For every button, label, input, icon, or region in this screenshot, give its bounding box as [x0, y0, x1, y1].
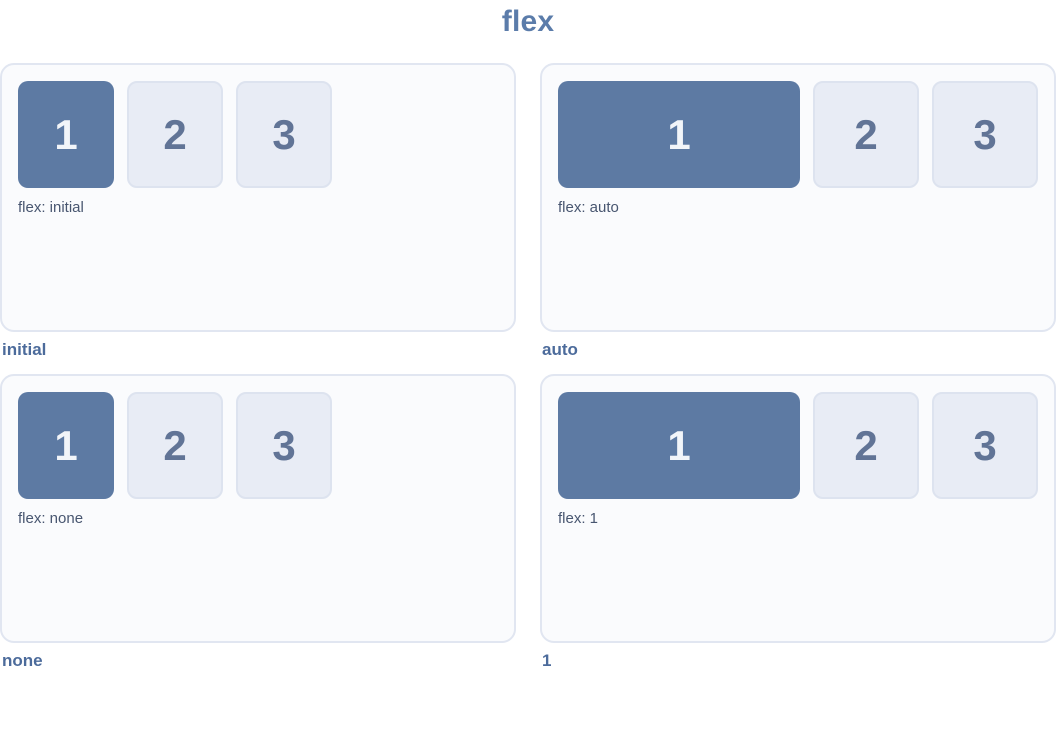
flex-css-label: flex: initial [18, 199, 84, 216]
flex-item-3: 3 [932, 81, 1038, 188]
flex-item-2: 2 [127, 392, 223, 499]
example-caption: none [2, 651, 43, 670]
example-cell-1: 1 2 3 flex: 1 1 [540, 374, 1056, 685]
example-cell-auto: 1 2 3 flex: auto auto [540, 63, 1056, 374]
example-caption: initial [2, 340, 47, 359]
page-title: flex [501, 5, 555, 38]
flex-item-1: 1 [558, 81, 800, 188]
flex-item-3: 3 [236, 81, 332, 188]
flex-item-2: 2 [127, 81, 223, 188]
flex-css-label: flex: 1 [558, 510, 599, 527]
flex-item-2: 2 [813, 392, 919, 499]
flex-css-label: flex: auto [558, 199, 619, 216]
flex-css-label: flex: none [18, 510, 84, 527]
flex-item-3: 3 [932, 392, 1038, 499]
demo-panel-1: 1 2 3 flex: 1 [540, 374, 1056, 643]
flex-row: 1 2 3 [18, 81, 498, 188]
examples-grid: 1 2 3 flex: initial initial 1 2 3 flex: … [0, 63, 1056, 685]
flex-row: 1 2 3 [558, 392, 1038, 499]
flex-row: 1 2 3 [18, 392, 498, 499]
example-caption: 1 [542, 651, 552, 670]
flex-item-1: 1 [18, 81, 114, 188]
example-cell-initial: 1 2 3 flex: initial initial [0, 63, 516, 374]
example-cell-none: 1 2 3 flex: none none [0, 374, 516, 685]
flex-item-1: 1 [18, 392, 114, 499]
example-caption: auto [542, 340, 578, 359]
flex-item-2: 2 [813, 81, 919, 188]
flex-row: 1 2 3 [558, 81, 1038, 188]
demo-panel-none: 1 2 3 flex: none [0, 374, 516, 643]
flex-item-3: 3 [236, 392, 332, 499]
demo-panel-initial: 1 2 3 flex: initial [0, 63, 516, 332]
flex-item-1: 1 [558, 392, 800, 499]
demo-panel-auto: 1 2 3 flex: auto [540, 63, 1056, 332]
